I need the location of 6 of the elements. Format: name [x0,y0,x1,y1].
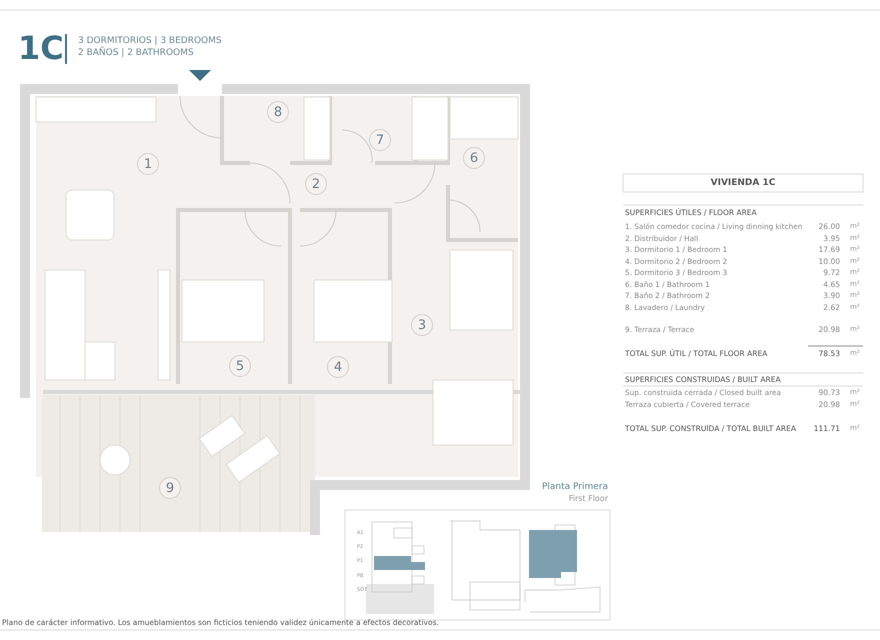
floor-name: Planta Primera [540,482,608,492]
unit-title: 1C [18,30,64,66]
bedrooms-text: 3 DORMITORIOS | 3 BEDROOMS [78,36,222,46]
table-title: VIVIENDA 1C [623,174,863,192]
bathrooms-text: 2 BAÑOS | 2 BATHROOMS [78,48,194,58]
floor-name: First Floor [568,494,608,503]
